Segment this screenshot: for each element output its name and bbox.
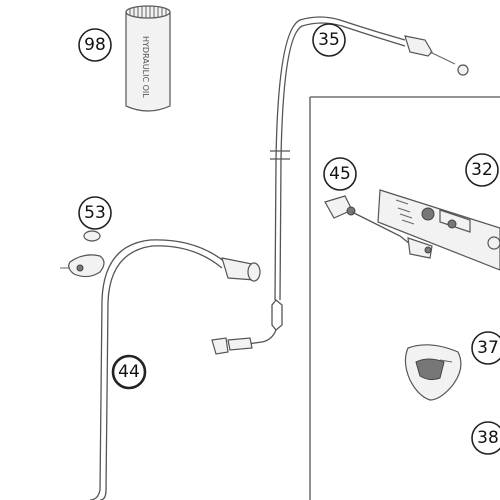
part-44-sensor-cable — [89, 239, 261, 500]
callout-38-label: 38 — [477, 428, 499, 448]
callout-53: 53 — [78, 196, 112, 230]
callout-45: 45 — [323, 157, 357, 191]
part-35-cable — [211, 16, 469, 355]
callout-98: 98 — [78, 28, 112, 62]
callout-53-label: 53 — [84, 203, 106, 223]
callout-37-label: 37 — [477, 338, 499, 358]
part-98-oil-bottle: HYDRAULIC OIL — [125, 5, 171, 112]
callout-35-label: 35 — [318, 30, 340, 50]
part-45-sensor — [324, 195, 433, 259]
callout-98-label: 98 — [84, 35, 106, 55]
callout-45-label: 45 — [329, 164, 351, 184]
callout-44: 44 — [111, 354, 147, 390]
cylinder-label: HYDRAULIC OIL — [141, 36, 150, 98]
callout-32: 32 — [465, 153, 499, 187]
callout-35: 35 — [312, 23, 346, 57]
part-32-master-cylinder — [377, 189, 500, 271]
part-53-clip — [60, 230, 105, 278]
part-37-cap — [404, 344, 462, 401]
callout-38: 38 — [471, 421, 500, 455]
callout-32-label: 32 — [471, 160, 493, 180]
callout-44-label: 44 — [118, 362, 140, 382]
callout-37: 37 — [471, 331, 500, 365]
inset-frame — [309, 96, 500, 500]
